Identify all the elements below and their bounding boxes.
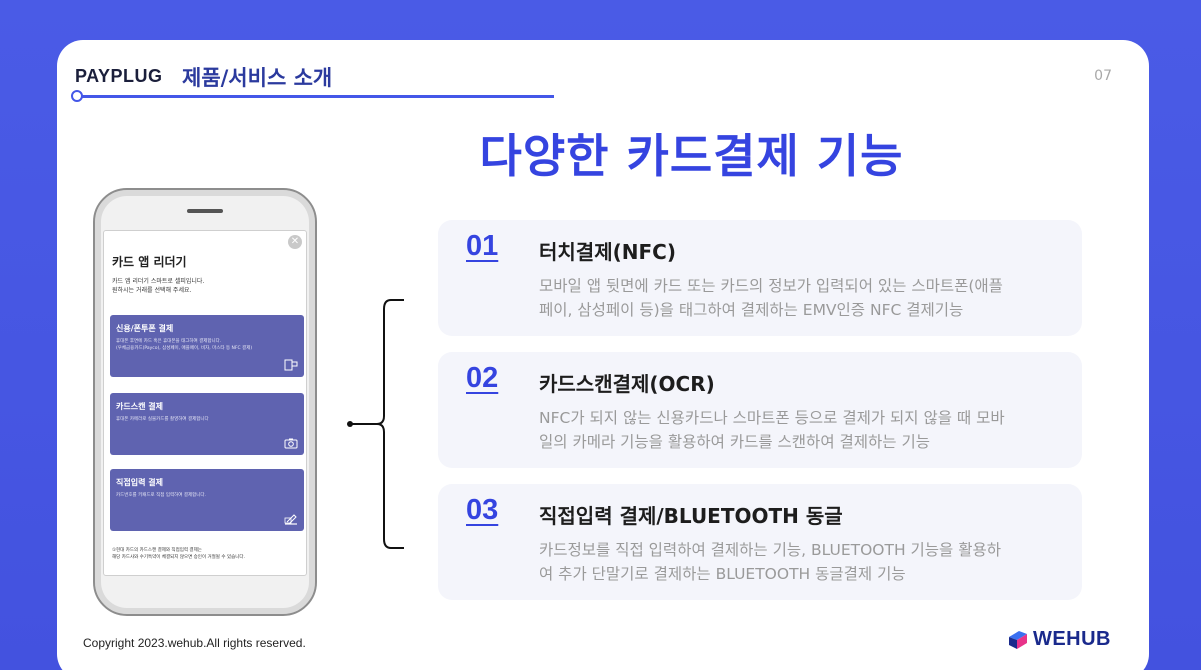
feature-title: 터치결제(NFC) [539,240,676,264]
bracket-connector [347,299,404,549]
camera-icon [284,438,298,449]
option-nfc-payment[interactable]: 신용/폰투폰 결제 휴대폰 후면에 카드 혹은 휴대폰을 태그하여 결제합니다.… [110,315,304,377]
screen-note: ①현대 카드의 카드스캔 결제와 직접입력 결제는 해당 카드사와 수기특약이 … [112,547,300,561]
feature-number: 01 [466,230,499,262]
feature-card-ocr: 02 카드스캔결제(OCR) NFC가 되지 않는 신용카드나 스마트폰 등으로… [438,352,1082,468]
slide-panel: PAYPLUG 제품/서비스 소개 07 다양한 카드결제 기능 ✕ 카드 앱 … [57,40,1149,670]
option-desc-line: (우체금융카드(Payco), 삼성페이, 애플페이, 비자, 마스타 등 NF… [116,346,253,351]
feature-description: 카드정보를 직접 입력하여 결제하는 기능, BLUETOOTH 기능을 활용하… [539,538,1054,586]
feature-number: 02 [466,362,499,394]
feature-number: 03 [466,494,499,526]
close-icon[interactable]: ✕ [288,235,302,249]
option-manual-entry[interactable]: 직접입력 결제 카드번호를 키패드로 직접 입력하여 결제합니다. [110,469,304,531]
feature-title: 직접입력 결제/BLUETOOTH 동글 [539,504,843,528]
wehub-logo: WEHUB [1007,628,1111,651]
option-desc: 휴대폰 후면에 카드 혹은 휴대폰을 태그하여 결제합니다. (우체금융카드(P… [116,338,296,352]
wehub-mark-icon [1008,630,1027,649]
feature-desc-line: 일의 카메라 기능을 활용하여 카드를 스캔하여 결제하는 기능 [539,433,930,451]
page-number: 07 [1094,68,1112,84]
note-line: 해당 카드사와 수기특약이 체결되지 않으면 승인이 거절될 수 있습니다. [112,555,245,560]
copyright-text: Copyright 2023.wehub.All rights reserved… [83,636,306,650]
edit-icon [284,514,297,525]
payplug-logo: PAYPLUG [75,66,163,86]
phone-tap-icon [284,359,298,371]
option-title: 직접입력 결제 [116,478,163,487]
phone-mockup: ✕ 카드 앱 리더기 카드 앱 리더기 스마트로 셀피입니다. 원하시는 거래를… [93,188,317,616]
feature-desc-line: NFC가 되지 않는 신용카드나 스마트폰 등으로 결제가 되지 않을 때 모바 [539,409,1005,427]
option-desc-line: 휴대폰 후면에 카드 혹은 휴대폰을 태그하여 결제합니다. [116,339,222,344]
option-desc: 휴대폰 카메라로 실물카드를 촬영하여 결제합니다 [116,416,296,423]
phone-screen: ✕ 카드 앱 리더기 카드 앱 리더기 스마트로 셀피입니다. 원하시는 거래를… [103,230,307,576]
note-line: ①현대 카드의 카드스캔 결제와 직접입력 결제는 [112,548,202,553]
wehub-brand-text: WEHUB [1032,628,1111,650]
option-title: 카드스캔 결제 [116,402,163,411]
section-title: 제품/서비스 소개 [182,66,333,90]
phone-speaker [187,209,223,213]
reader-description: 카드 앱 리더기 스마트로 셀피입니다. 원하시는 거래를 선택해 주세요. [112,277,297,295]
feature-card-bluetooth: 03 직접입력 결제/BLUETOOTH 동글 카드정보를 직접 입력하여 결제… [438,484,1082,600]
feature-description: 모바일 앱 뒷면에 카드 또는 카드의 정보가 입력되어 있는 스마트폰(애플 … [539,274,1054,322]
option-card-scan[interactable]: 카드스캔 결제 휴대폰 카메라로 실물카드를 촬영하여 결제합니다 [110,393,304,455]
feature-desc-line: 여 추가 단말기로 결제하는 BLUETOOTH 동글결제 기능 [539,565,906,583]
option-desc: 카드번호를 키패드로 직접 입력하여 결제합니다. [116,492,296,499]
feature-card-nfc: 01 터치결제(NFC) 모바일 앱 뒷면에 카드 또는 카드의 정보가 입력되… [438,220,1082,336]
option-desc-line: 카드번호를 키패드로 직접 입력하여 결제합니다. [116,493,206,498]
reader-desc-line: 카드 앱 리더기 스마트로 셀피입니다. [112,278,205,285]
feature-desc-line: 카드정보를 직접 입력하여 결제하는 기능, BLUETOOTH 기능을 활용하 [539,541,1002,559]
title-underline [79,95,554,98]
feature-desc-line: 페이, 삼성페이 등)을 태그하여 결제하는 EMV인증 NFC 결제기능 [539,301,964,319]
option-title: 신용/폰투폰 결제 [116,324,174,333]
option-desc-line: 휴대폰 카메라로 실물카드를 촬영하여 결제합니다 [116,417,209,422]
main-title: 다양한 카드결제 기능 [479,129,904,183]
feature-desc-line: 모바일 앱 뒷면에 카드 또는 카드의 정보가 입력되어 있는 스마트폰(애플 [539,277,1003,295]
feature-title: 카드스캔결제(OCR) [539,372,715,396]
reader-title: 카드 앱 리더기 [112,255,187,269]
reader-desc-line: 원하시는 거래를 선택해 주세요. [112,287,192,294]
feature-description: NFC가 되지 않는 신용카드나 스마트폰 등으로 결제가 되지 않을 때 모바… [539,406,1054,454]
title-dot-icon [71,90,83,102]
